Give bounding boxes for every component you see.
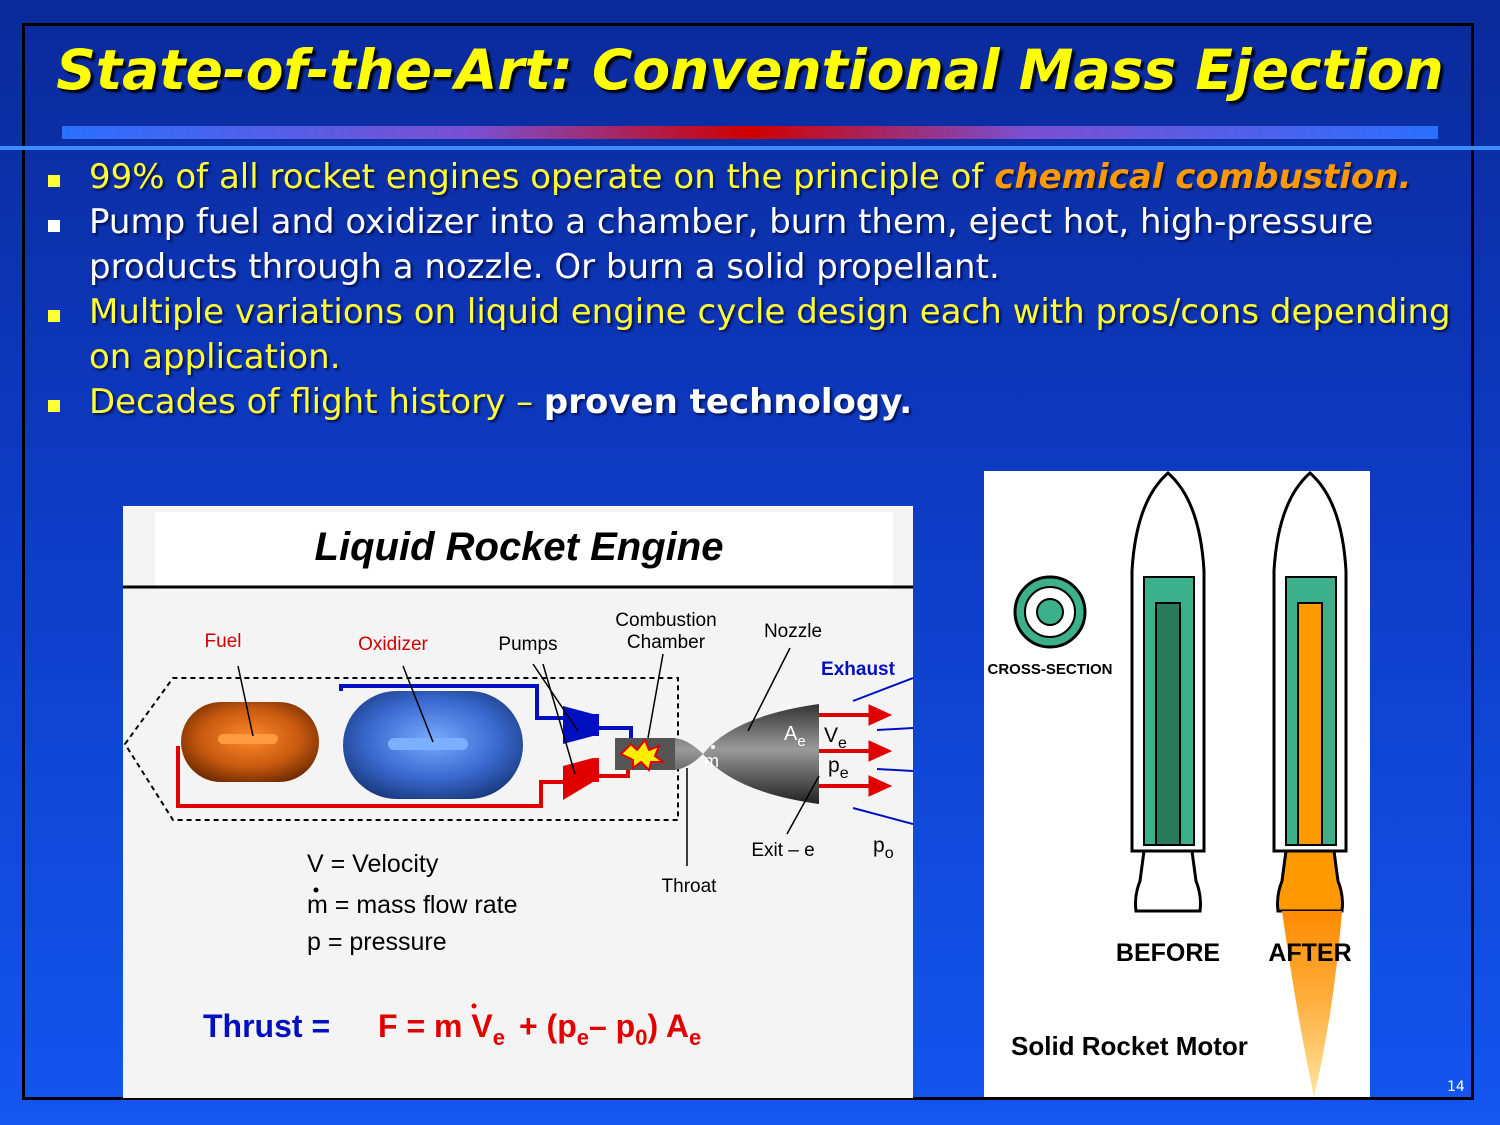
combustion-label-2: Chamber — [627, 632, 706, 653]
bullet-4-text: Decades of flight history – — [89, 382, 544, 422]
bullet-3-text: Multiple variations on liquid engine cyc… — [89, 292, 1451, 377]
bullet-1-emphasis: chemical combustion. — [994, 157, 1412, 197]
nozzle-label: Nozzle — [764, 621, 822, 642]
after-label: AFTER — [1268, 939, 1351, 967]
legend-velocity: V = Velocity — [307, 850, 439, 878]
nozzle — [675, 704, 819, 804]
slide-title: State-of-the-Art: Conventional Mass Ejec… — [56, 38, 1444, 102]
po-label: po — [873, 834, 894, 862]
bullet-marker — [48, 310, 60, 322]
pumps-label: Pumps — [498, 634, 557, 655]
ae-label: Ae — [784, 723, 806, 750]
engine-title: Liquid Rocket Engine — [315, 525, 724, 569]
exhaust-arrows — [819, 704, 893, 797]
thrust-equation: F = m Ve+ (pe– p0) Ae — [378, 1008, 701, 1050]
oxidizer-label: Oxidizer — [358, 634, 428, 655]
bullet-1-text: 99% of all rocket engines operate on the… — [89, 157, 995, 197]
slide-frame — [22, 23, 1474, 1100]
bullet-marker — [48, 220, 60, 232]
before-label: BEFORE — [1116, 939, 1220, 967]
exhaust-flame — [1282, 911, 1342, 1097]
legend-mass-flow: m = mass flow rate — [307, 891, 517, 919]
title-underline — [62, 126, 1438, 139]
combustion-label-1: Combustion — [615, 610, 716, 631]
bullet-3: Multiple variations on liquid engine cyc… — [48, 290, 1468, 380]
cross-section-label: CROSS-SECTION — [987, 661, 1112, 678]
liquid-engine-svg: Liquid Rocket Engine — [123, 512, 914, 1050]
oxidizer-pump — [563, 706, 593, 744]
liquid-engine-diagram: Liquid Rocket Engine — [123, 506, 914, 1098]
bullet-list: 99% of all rocket engines operate on the… — [48, 155, 1468, 425]
leader-lines — [237, 647, 820, 866]
rocket-after — [1272, 471, 1348, 1097]
bullet-2: Pump fuel and oxidizer into a chamber, b… — [48, 200, 1468, 290]
bullet-4-bold: proven technology. — [543, 382, 913, 422]
ve-label: Ve — [824, 724, 847, 752]
solid-motor-diagram: CROSS-SECTION BEFORE AFTER Solid Rocket … — [984, 471, 1370, 1097]
page-number: 14 — [1447, 1079, 1465, 1095]
solid-motor-caption: Solid Rocket Motor — [1011, 1031, 1248, 1061]
exhaust-plume-lines — [852, 677, 914, 825]
legend-pressure: p = pressure — [307, 928, 447, 956]
mdot-label: m — [704, 751, 719, 771]
bullet-1: 99% of all rocket engines operate on the… — [48, 155, 1468, 200]
exhaust-label: Exhaust — [821, 659, 896, 680]
bullet-2-text: Pump fuel and oxidizer into a chamber, b… — [89, 202, 1374, 287]
solid-motor-svg: CROSS-SECTION BEFORE AFTER Solid Rocket … — [987, 471, 1352, 1097]
thrust-label: Thrust = — [203, 1008, 330, 1044]
flame-icon — [619, 738, 666, 772]
bullet-marker — [48, 175, 60, 187]
fuel-label: Fuel — [205, 631, 242, 652]
throat-label: Throat — [662, 876, 718, 897]
bullet-marker — [48, 400, 60, 412]
fuel-pump — [563, 758, 593, 800]
pe-label: pe — [828, 754, 849, 782]
bullet-4: Decades of flight history – proven techn… — [48, 380, 1468, 425]
rocket-before — [1130, 471, 1206, 913]
header-rule — [0, 146, 1500, 150]
exit-label: Exit – e — [751, 840, 814, 861]
